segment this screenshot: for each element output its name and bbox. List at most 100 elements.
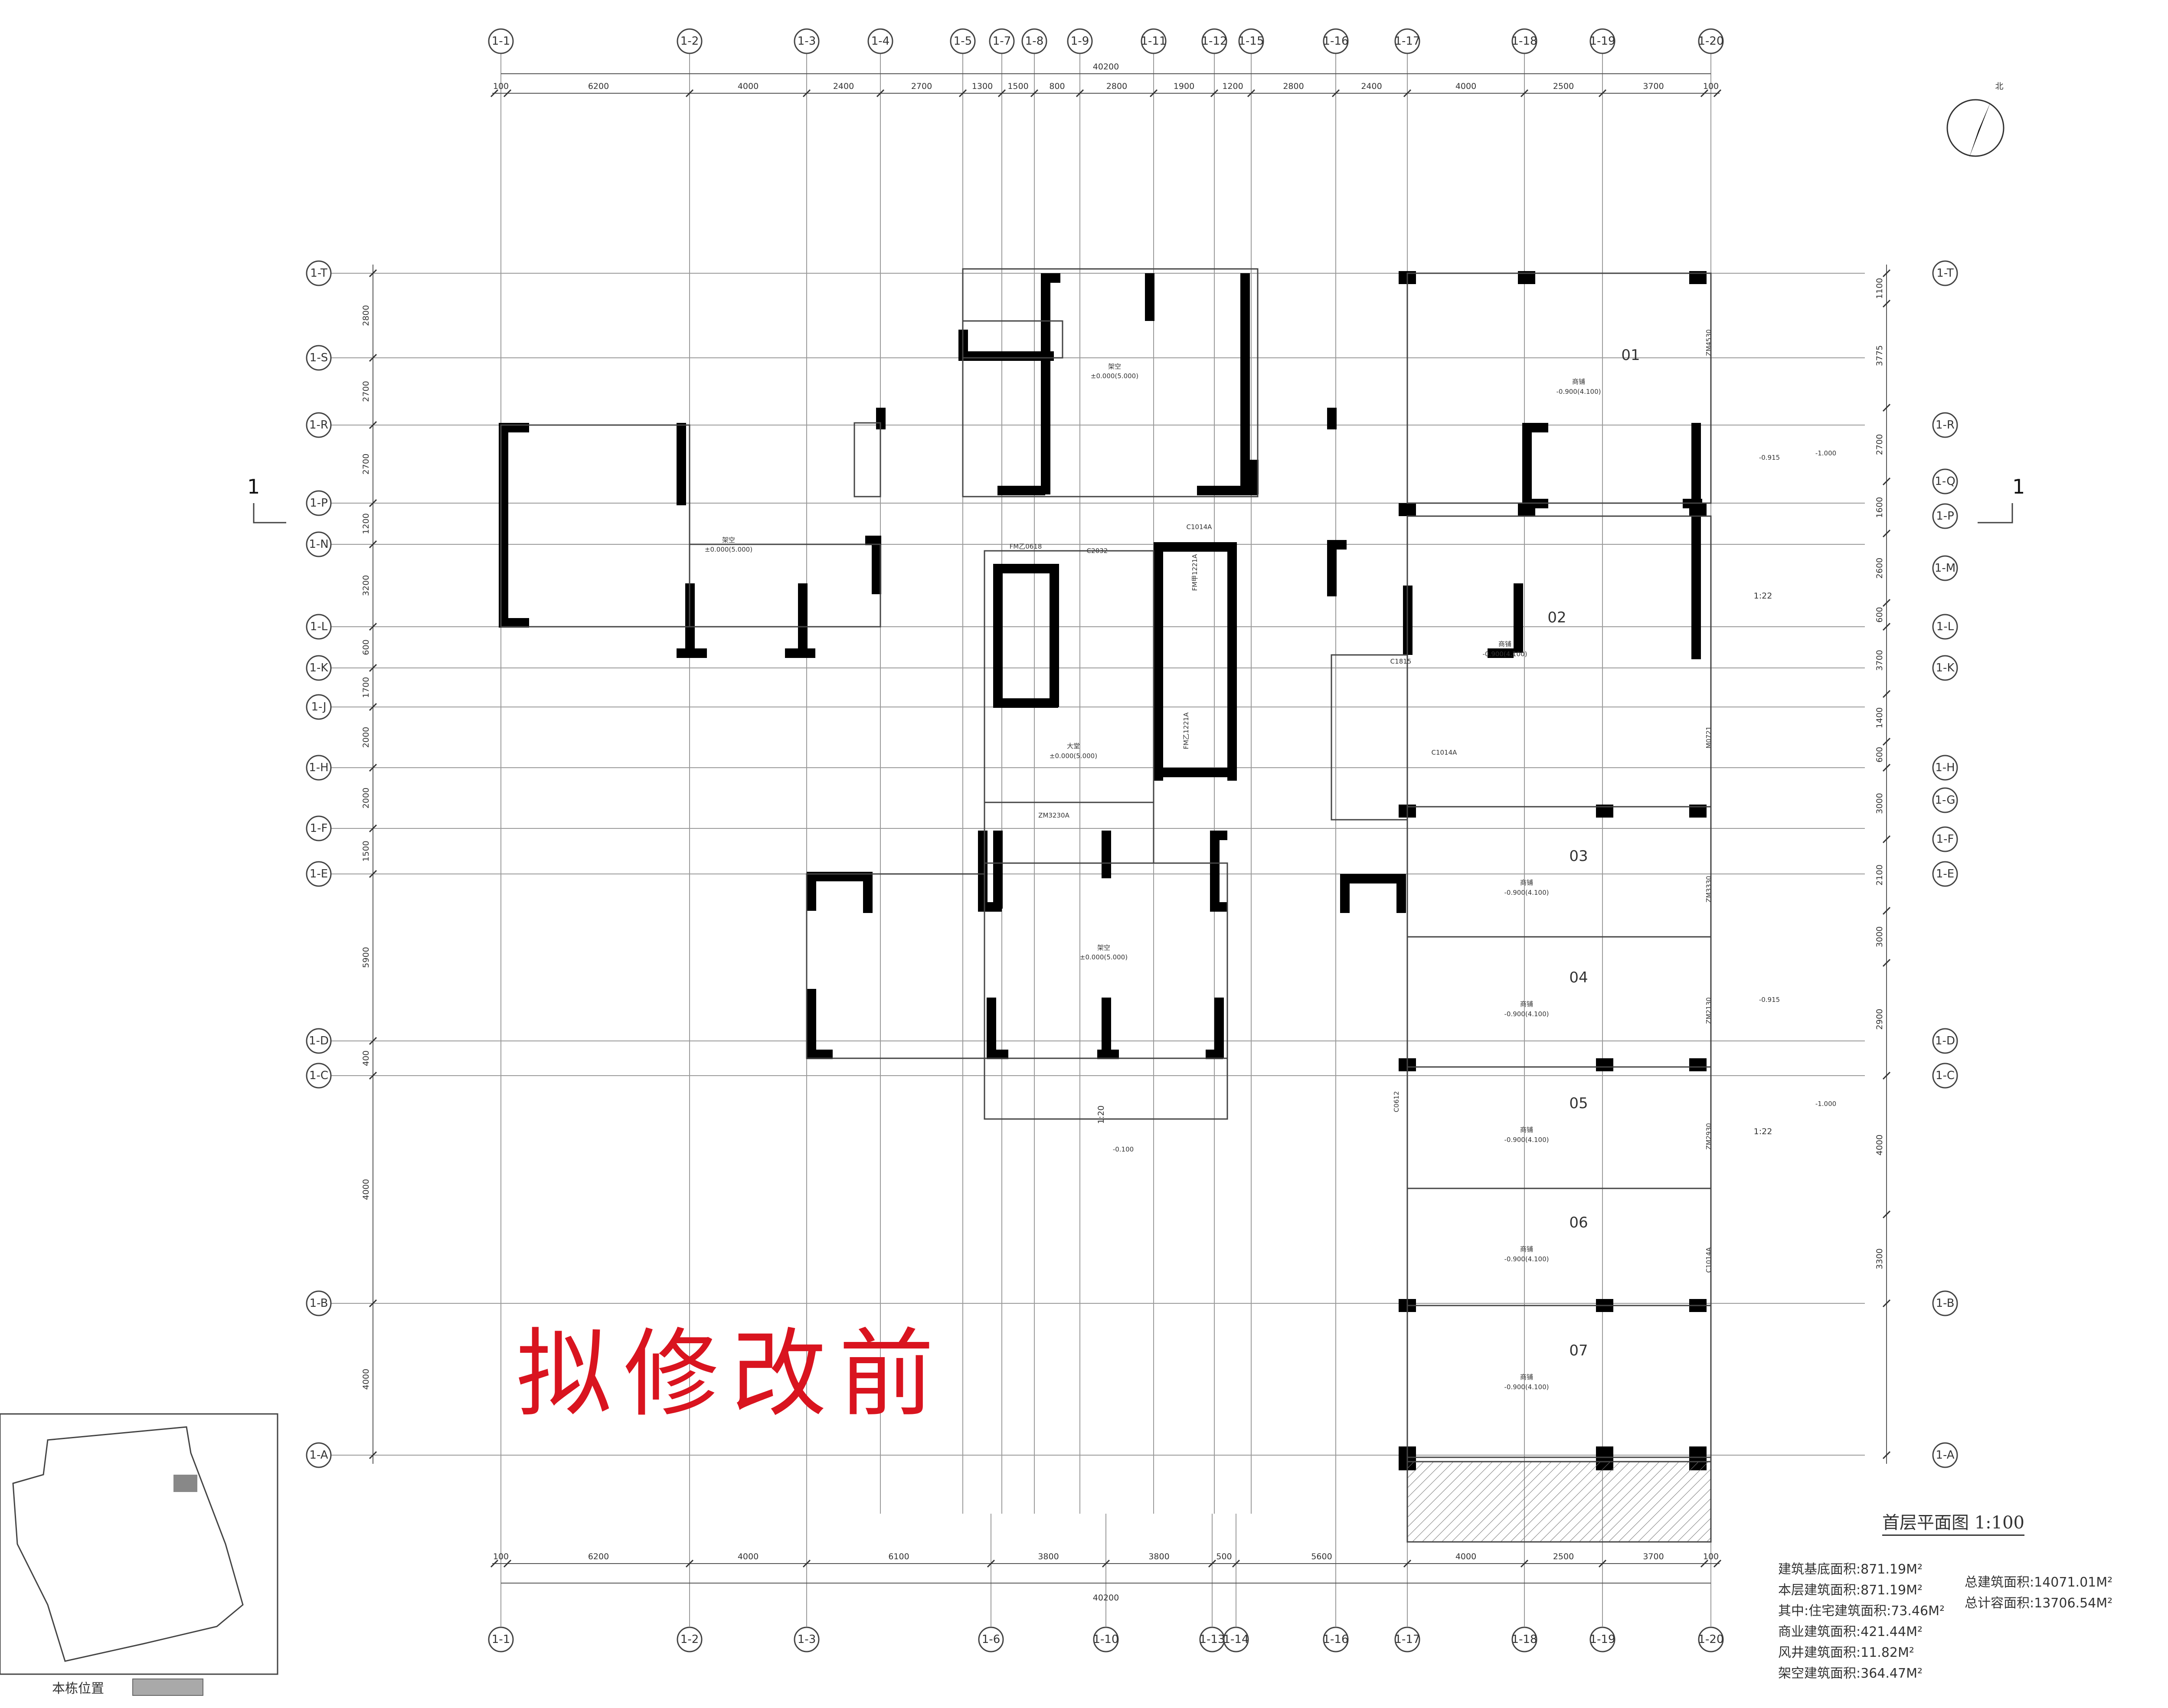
axis-label: 1-E bbox=[310, 867, 328, 880]
stat-value: 871.19M² bbox=[1861, 1583, 1923, 1598]
wall-segment bbox=[1154, 542, 1236, 552]
wall-segment bbox=[1340, 874, 1405, 883]
axis-label: 1-15 bbox=[1238, 35, 1264, 48]
room-outline bbox=[1331, 654, 1408, 821]
slope-label: 1:22 bbox=[1754, 1127, 1772, 1136]
level-label: -0.915 bbox=[1759, 454, 1780, 461]
axis-label: 1-K bbox=[310, 661, 329, 674]
axis-label: 1-C bbox=[1936, 1069, 1955, 1082]
wall-segment bbox=[993, 831, 1003, 909]
unit-number: 07 bbox=[1569, 1342, 1588, 1359]
axis-bubble bbox=[306, 755, 332, 781]
dim-tick bbox=[1882, 403, 1891, 412]
axis-bubble bbox=[1021, 28, 1047, 54]
axis-label: 1-13 bbox=[1199, 1633, 1225, 1646]
wall-segment bbox=[993, 564, 1003, 707]
axis-bubble bbox=[306, 655, 332, 681]
dim-tick bbox=[987, 1559, 995, 1568]
wall-segment bbox=[499, 423, 508, 627]
total-row: 总建筑面积:14071.01M² bbox=[1965, 1572, 2112, 1593]
stat-row: 架空建筑面积:364.47M² bbox=[1778, 1663, 1945, 1684]
dim-tick bbox=[1882, 622, 1891, 631]
dim-text: 2800 bbox=[1106, 82, 1127, 91]
axis-label: 1-Q bbox=[1935, 475, 1955, 488]
axis-bubble bbox=[1932, 1028, 1958, 1054]
wall-segment bbox=[1327, 408, 1337, 429]
dim-tick bbox=[1210, 89, 1219, 98]
axis-bubble bbox=[1932, 468, 1958, 494]
axis-bubble bbox=[1238, 28, 1264, 54]
wall-segment bbox=[1596, 1058, 1613, 1071]
axis-label: 1-1 bbox=[492, 35, 510, 48]
dim-tick bbox=[1598, 89, 1607, 98]
unit-number: 06 bbox=[1569, 1214, 1588, 1231]
axis-bubble bbox=[1067, 28, 1093, 54]
unit-level: -0.900(4.100) bbox=[1556, 388, 1601, 396]
axis-bubble bbox=[1698, 28, 1724, 54]
section-line-left bbox=[253, 503, 286, 524]
wall-segment bbox=[1518, 503, 1535, 516]
dim-text: 3700 bbox=[1643, 82, 1664, 91]
wall-segment bbox=[1691, 423, 1701, 507]
dim-tick bbox=[1232, 1559, 1240, 1568]
total-row: 总计容面积:13706.54M² bbox=[1965, 1593, 2112, 1614]
dim-text: 1400 bbox=[1875, 707, 1884, 728]
dim-text: 40200 bbox=[1093, 62, 1119, 72]
dim-text: 4000 bbox=[361, 1369, 371, 1390]
unit-level: -0.900(4.100) bbox=[1504, 1010, 1549, 1018]
dim-text: 4000 bbox=[738, 82, 759, 91]
hatched-area bbox=[1406, 1461, 1712, 1543]
axis-label: 1-1 bbox=[492, 1633, 510, 1646]
axis-label: 1-16 bbox=[1323, 35, 1348, 48]
wall-segment bbox=[1488, 648, 1514, 658]
axis-label: 1-S bbox=[310, 351, 328, 364]
dim-text: 6200 bbox=[588, 1552, 609, 1561]
dim-text: 3775 bbox=[1875, 345, 1884, 366]
stat-label: 风井建筑面积: bbox=[1778, 1645, 1861, 1660]
dim-text: 2700 bbox=[911, 82, 932, 91]
dim-text: 2900 bbox=[1875, 1009, 1884, 1030]
axis-label: 1-18 bbox=[1511, 35, 1537, 48]
axis-bubble bbox=[1932, 755, 1958, 781]
unit-name: 商铺 bbox=[1520, 1245, 1533, 1253]
dim-tick bbox=[369, 703, 377, 711]
dim-tick bbox=[958, 89, 967, 98]
dim-text: 6200 bbox=[588, 82, 609, 91]
key-plan-frame bbox=[0, 1413, 278, 1675]
axis-label: 1-G bbox=[1935, 794, 1955, 807]
wall-segment bbox=[1396, 874, 1406, 913]
axis-bubble bbox=[1932, 412, 1958, 438]
room-outline bbox=[962, 268, 1259, 497]
axis-bubble bbox=[1323, 28, 1349, 54]
wall-segment bbox=[1514, 583, 1523, 653]
door-label: ZM3230A bbox=[1038, 811, 1069, 819]
axis-bubble bbox=[1141, 28, 1167, 54]
axis-bubble bbox=[1394, 28, 1420, 54]
axis-label: 1-2 bbox=[680, 35, 699, 48]
room-outline bbox=[1406, 1066, 1712, 1189]
unit-level: -0.900(4.100) bbox=[1504, 1255, 1549, 1263]
door-label: FM乙1221A bbox=[1182, 712, 1190, 749]
axis-bubble bbox=[306, 614, 332, 640]
door-label: C1014A bbox=[1432, 749, 1458, 756]
total-area-stats: 总建筑面积:14071.01M² 总计容面积:13706.54M² bbox=[1965, 1572, 2112, 1614]
dim-text: 3700 bbox=[1875, 650, 1884, 671]
dim-tick bbox=[1247, 89, 1256, 98]
dim-tick bbox=[1882, 959, 1891, 967]
dim-text: 2700 bbox=[1875, 434, 1884, 455]
stat-row: 商业建筑面积:421.44M² bbox=[1778, 1622, 1945, 1643]
axis-bubble bbox=[488, 1626, 514, 1652]
dim-tick bbox=[369, 1071, 377, 1080]
wall-segment bbox=[1522, 423, 1548, 432]
axis-bubble bbox=[306, 861, 332, 887]
room-outline bbox=[500, 424, 690, 628]
dim-text: 2400 bbox=[833, 82, 854, 91]
room-outline bbox=[984, 550, 1154, 803]
dim-text: 4000 bbox=[1455, 82, 1476, 91]
dim-tick bbox=[1713, 1559, 1722, 1568]
level-label: -0.915 bbox=[1759, 996, 1780, 1004]
unit-level: -0.900(4.100) bbox=[1482, 650, 1527, 658]
axis-bubble bbox=[306, 1028, 332, 1054]
dim-text: 1900 bbox=[1174, 82, 1194, 91]
dim-text: 2400 bbox=[1361, 82, 1382, 91]
